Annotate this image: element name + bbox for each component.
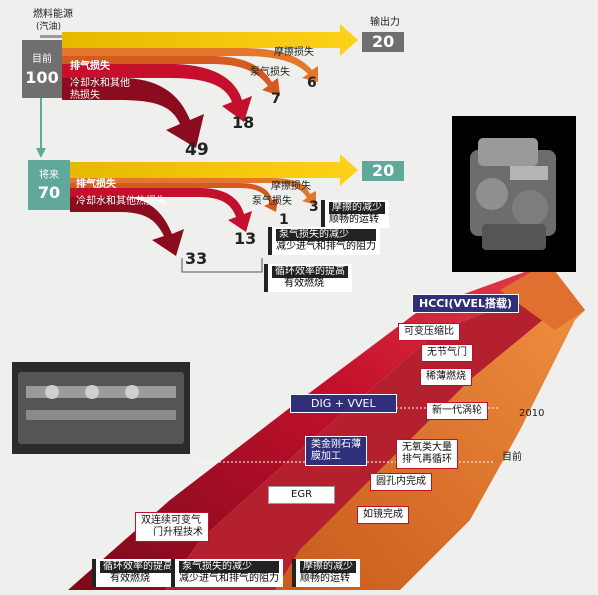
future-flows — [70, 154, 358, 256]
egr-large-box: 无氧类大量 排气再循环 — [396, 439, 458, 469]
orange-band — [275, 280, 585, 590]
future-friction-label: 摩擦损失 — [271, 181, 311, 192]
future-exhaust-arrow — [70, 188, 252, 232]
cylinder-head-icon — [18, 372, 184, 444]
current-flows — [40, 24, 358, 148]
source-sub: (汽油) — [36, 22, 62, 32]
year-2010: 2010 — [519, 408, 545, 419]
dig-box: DIG + VVEL — [290, 394, 397, 413]
future-friction-value: 3 — [309, 199, 319, 215]
current-box: 目前 100 — [22, 40, 62, 98]
current-friction-arrow — [62, 48, 318, 82]
dual-box: 双连续可变气 门升程技术 — [135, 512, 209, 542]
band-cycle-2: 有效燃烧 — [110, 573, 150, 584]
current-pump-arrow — [62, 56, 280, 96]
note-pump-2: 减少进气和排气的阻力 — [276, 241, 376, 252]
future-exhaust-value: 13 — [234, 229, 257, 248]
current-cooling-label2: 热损失 — [70, 90, 100, 101]
current-cooling-label: 冷却水和其他 — [70, 78, 130, 89]
transition-arrowhead — [36, 148, 46, 158]
future-value: 70 — [37, 183, 61, 202]
current-cooling-arrow — [62, 78, 204, 148]
red-band — [68, 270, 545, 590]
source-connector — [40, 35, 62, 38]
dlc-box: 类金刚石薄 膜加工 — [305, 436, 367, 466]
band-cycle-1: 循环效率的提高 — [100, 561, 176, 573]
note-friction: 摩擦的减少 顺畅的运转 — [321, 200, 389, 228]
lean-box: 稀薄燃烧 — [420, 368, 472, 386]
band-cycle: 循环效率的提高 有效燃烧 — [92, 559, 180, 587]
current-friction-label: 摩擦损失 — [274, 47, 314, 58]
band-friction-1: 摩擦的减少 — [300, 561, 356, 573]
now-label: 目前 — [502, 452, 522, 463]
engine-photo-left — [12, 362, 190, 454]
note-pump-1: 泵气损失的减少 — [276, 229, 376, 241]
current-friction-value: 6 — [307, 75, 317, 91]
band-pump-2: 减少进气和排气的阻力 — [179, 573, 279, 584]
egr-large-line1: 无氧类大量 — [402, 442, 452, 453]
future-pump-value: 1 — [279, 212, 289, 228]
future-output-value: 20 — [362, 161, 405, 181]
band-pump: 泵气损失的减少 减少进气和排气的阻力 — [171, 559, 283, 587]
current-exhaust-label: 排气损失 — [70, 61, 110, 72]
future-box: 将来 70 — [28, 160, 70, 210]
egr-large-line2: 排气再循环 — [402, 454, 452, 465]
band-friction: 摩擦的减少 顺畅的运转 — [292, 559, 360, 587]
current-pump-value: 7 — [271, 91, 281, 107]
current-exhaust-value: 18 — [232, 113, 255, 132]
current-pump-label: 泵气损失 — [250, 67, 290, 78]
dual-line2: 门升程技术 — [153, 527, 203, 538]
current-output-value: 20 — [362, 32, 405, 52]
dlc-line1: 类金刚石薄 — [311, 439, 361, 450]
vcr-box: 可变压缩比 — [398, 323, 460, 341]
bore-box: 圆孔内完成 — [370, 473, 432, 491]
future-cooling-label: 冷却水和其他热损失 — [76, 196, 166, 207]
current-exhaust-arrow — [62, 64, 252, 122]
band-pump-1: 泵气损失的减少 — [179, 561, 279, 573]
note-friction-2: 顺畅的运转 — [329, 214, 379, 225]
note-pump: 泵气损失的减少 减少进气和排气的阻力 — [268, 227, 380, 255]
arrow-head — [500, 262, 585, 330]
future-friction-arrow — [70, 178, 316, 205]
engine-illustration-icon — [470, 138, 556, 250]
future-cooling-value: 33 — [185, 249, 208, 268]
engine-photo-right — [452, 116, 576, 272]
egr-box: EGR — [268, 486, 336, 504]
turbo-box: 新一代涡轮 — [426, 402, 488, 420]
future-exhaust-label: 排气损失 — [76, 179, 116, 190]
throttle-box: 无节气门 — [421, 344, 473, 362]
hcci-box: HCCI(VVEL搭载) — [412, 294, 520, 313]
mirror-box: 如镜完成 — [357, 506, 409, 524]
note-friction-1: 摩擦的减少 — [329, 202, 385, 214]
future-cooling-arrow — [70, 197, 184, 256]
cycle-bracket — [181, 258, 263, 273]
future-pump-label: 泵气损失 — [252, 196, 292, 207]
future-pump-arrow — [70, 183, 278, 212]
current-cooling-value: 49 — [185, 140, 209, 160]
source-label: 燃料能源 — [33, 9, 73, 20]
current-value: 100 — [25, 68, 59, 87]
dual-line1: 双连续可变气 — [141, 515, 201, 526]
note-cycle-2: 有效燃烧 — [284, 278, 324, 289]
output-label: 输出力 — [370, 17, 400, 28]
current-label: 目前 — [32, 54, 52, 65]
band-friction-2: 顺畅的运转 — [300, 573, 350, 584]
dlc-line2: 膜加工 — [311, 451, 341, 462]
future-label: 将来 — [39, 170, 59, 181]
note-cycle: 循环效率的提高 有效燃烧 — [264, 264, 352, 292]
note-cycle-1: 循环效率的提高 — [272, 266, 348, 278]
